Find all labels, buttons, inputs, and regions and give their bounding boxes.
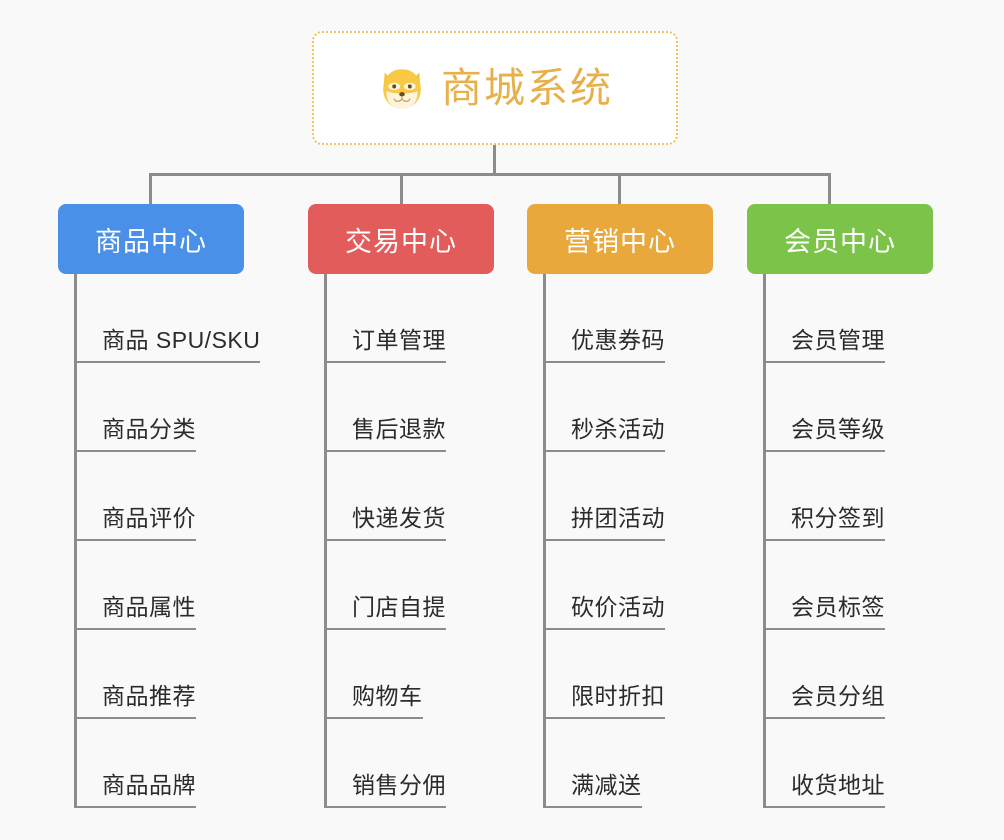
leaf-label: 拼团活动 [571,505,665,531]
leaf-label: 积分签到 [791,505,885,531]
leaf-label: 收货地址 [791,772,885,798]
leaf-label: 会员管理 [791,327,885,353]
root-node[interactable]: 商城系统 [312,31,678,145]
category-box-1[interactable]: 交易中心 [308,204,494,274]
connector-drop-2 [400,173,403,205]
leaf-list-3: 会员管理 会员等级 积分签到 会员标签 会员分组 收货地址 [747,274,967,808]
leaf-label: 商品推荐 [102,683,196,709]
category-label: 营销中心 [564,226,676,257]
leaf-item[interactable]: 积分签到 [747,452,967,541]
category-label: 交易中心 [345,226,457,257]
category-box-3[interactable]: 会员中心 [747,204,933,274]
leaf-label: 砍价活动 [571,594,665,620]
shiba-dog-icon [377,63,427,113]
leaf-item[interactable]: 商品评价 [58,452,278,541]
leaf-list-2: 优惠券码 秒杀活动 拼团活动 砍价活动 限时折扣 满减送 [527,274,747,808]
leaf-label: 商品评价 [102,505,196,531]
leaf-label: 门店自提 [352,594,446,620]
branch-column-1: 交易中心 订单管理 售后退款 快递发货 门店自提 购物车 销售分佣 [308,204,528,808]
connector-drop-4 [828,173,831,205]
leaf-item[interactable]: 销售分佣 [308,719,528,808]
leaf-item[interactable]: 秒杀活动 [527,363,747,452]
leaf-item[interactable]: 拼团活动 [527,452,747,541]
leaf-item[interactable]: 优惠券码 [527,274,747,363]
leaf-label: 秒杀活动 [571,416,665,442]
leaf-item[interactable]: 购物车 [308,630,528,719]
leaf-item[interactable]: 商品分类 [58,363,278,452]
leaf-list-0: 商品 SPU/SKU 商品分类 商品评价 商品属性 商品推荐 商品品牌 [58,274,278,808]
leaf-item[interactable]: 收货地址 [747,719,967,808]
leaf-label: 销售分佣 [352,772,446,798]
leaf-label: 限时折扣 [571,683,665,709]
branch-column-3: 会员中心 会员管理 会员等级 积分签到 会员标签 会员分组 收货地址 [747,204,967,808]
connector-drop-1 [149,173,152,205]
category-box-2[interactable]: 营销中心 [527,204,713,274]
branch-column-2: 营销中心 优惠券码 秒杀活动 拼团活动 砍价活动 限时折扣 满减送 [527,204,747,808]
leaf-item[interactable]: 商品品牌 [58,719,278,808]
leaf-label: 快递发货 [352,505,446,531]
leaf-label: 订单管理 [352,327,446,353]
root-title: 商城系统 [441,64,613,111]
leaf-label: 商品属性 [102,594,196,620]
leaf-item[interactable]: 砍价活动 [527,541,747,630]
leaf-item[interactable]: 商品 SPU/SKU [58,274,278,363]
leaf-label: 会员等级 [791,416,885,442]
leaf-list-1: 订单管理 售后退款 快递发货 门店自提 购物车 销售分佣 [308,274,528,808]
leaf-item[interactable]: 门店自提 [308,541,528,630]
connector-horizontal-bus [149,173,830,176]
leaf-item[interactable]: 快递发货 [308,452,528,541]
leaf-item[interactable]: 会员管理 [747,274,967,363]
leaf-item[interactable]: 会员分组 [747,630,967,719]
leaf-label: 商品 SPU/SKU [102,327,261,353]
leaf-item[interactable]: 限时折扣 [527,630,747,719]
leaf-label: 购物车 [352,683,423,709]
leaf-label: 会员分组 [791,683,885,709]
leaf-item[interactable]: 满减送 [527,719,747,808]
connector-drop-3 [618,173,621,205]
leaf-label: 优惠券码 [571,327,665,353]
leaf-item[interactable]: 会员等级 [747,363,967,452]
category-label: 会员中心 [784,226,896,257]
leaf-item[interactable]: 订单管理 [308,274,528,363]
leaf-item[interactable]: 商品推荐 [58,630,278,719]
leaf-label: 满减送 [571,772,642,798]
category-label: 商品中心 [95,226,207,257]
leaf-label: 商品分类 [102,416,196,442]
leaf-label: 会员标签 [791,594,885,620]
leaf-item[interactable]: 商品属性 [58,541,278,630]
leaf-label: 售后退款 [352,416,446,442]
branch-column-0: 商品中心 商品 SPU/SKU 商品分类 商品评价 商品属性 商品推荐 商品品牌 [58,204,278,808]
leaf-label: 商品品牌 [102,772,196,798]
leaf-item[interactable]: 售后退款 [308,363,528,452]
leaf-item[interactable]: 会员标签 [747,541,967,630]
connector-root-stem [493,145,496,175]
category-box-0[interactable]: 商品中心 [58,204,244,274]
